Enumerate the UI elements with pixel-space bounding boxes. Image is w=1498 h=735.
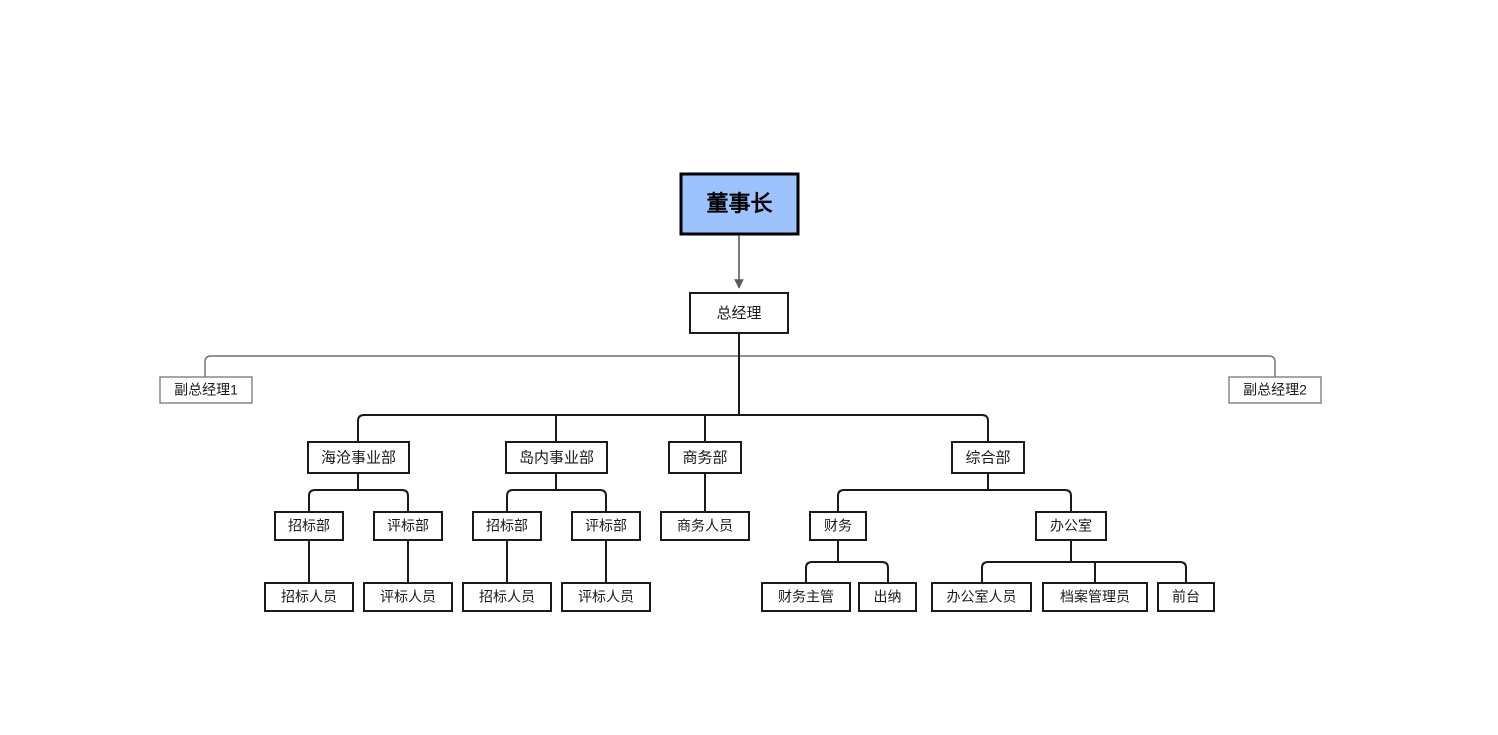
node-haicang-div[interactable]: 海沧事业部 <box>307 441 410 474</box>
node-archivist-label: 档案管理员 <box>1060 589 1130 605</box>
edge-office-to-staff <box>981 561 1071 583</box>
node-daonei-eval[interactable]: 评标部 <box>571 511 641 541</box>
node-layer: 董事长 总经理 副总经理1 副总经理2 海沧事业部 岛内事业部 <box>159 172 1322 612</box>
node-office[interactable]: 办公室 <box>1035 511 1107 541</box>
edge-haicang-to-bidding <box>308 489 358 512</box>
node-haicang-bidding[interactable]: 招标部 <box>274 511 344 541</box>
node-archivist[interactable]: 档案管理员 <box>1042 582 1148 612</box>
node-haicang-bidding-staff-label: 招标人员 <box>281 589 337 605</box>
node-finance-supervisor[interactable]: 财务主管 <box>761 582 851 612</box>
edge-office-to-archivist <box>1071 561 1096 583</box>
node-deputy-gm-2-label: 副总经理2 <box>1243 382 1307 398</box>
node-general-manager-label: 总经理 <box>716 305 761 322</box>
edge-gm-to-deputy-2 <box>739 355 1276 377</box>
edge-daonei-to-eval <box>556 489 607 512</box>
node-daonei-bidding[interactable]: 招标部 <box>472 511 542 541</box>
node-haicang-bidding-staff[interactable]: 招标人员 <box>264 582 354 612</box>
connector-layer <box>204 234 1276 583</box>
node-cashier[interactable]: 出纳 <box>858 582 917 612</box>
node-office-label: 办公室 <box>1050 518 1092 534</box>
edge-gm-to-business-dept <box>704 414 739 442</box>
edge-office-to-reception <box>1071 561 1187 583</box>
node-office-staff-label: 办公室人员 <box>947 589 1017 605</box>
node-cashier-label: 出纳 <box>874 589 902 605</box>
node-business-dept[interactable]: 商务部 <box>668 441 742 474</box>
node-haicang-bidding-label: 招标部 <box>288 518 330 534</box>
node-daonei-bidding-label: 招标部 <box>486 518 528 534</box>
node-daonei-bidding-staff[interactable]: 招标人员 <box>462 582 552 612</box>
node-finance-label: 财务 <box>824 518 852 534</box>
edge-daonei-to-bidding <box>506 489 556 512</box>
node-business-staff-label: 商务人员 <box>677 518 733 534</box>
node-daonei-eval-staff[interactable]: 评标人员 <box>561 582 651 612</box>
node-business-dept-label: 商务部 <box>682 449 727 466</box>
edge-gm-to-haicang-div <box>357 414 739 442</box>
node-daonei-eval-staff-label: 评标人员 <box>578 589 634 605</box>
node-deputy-gm-1-label: 副总经理1 <box>174 382 238 398</box>
edge-haicang-to-eval <box>358 489 409 512</box>
node-haicang-div-label: 海沧事业部 <box>321 449 396 466</box>
node-daonei-div-label: 岛内事业部 <box>519 449 594 466</box>
edge-finance-to-cashier <box>838 561 889 583</box>
node-haicang-eval[interactable]: 评标部 <box>373 511 443 541</box>
node-reception[interactable]: 前台 <box>1157 582 1215 612</box>
node-general-manager[interactable]: 总经理 <box>689 292 789 334</box>
node-office-staff[interactable]: 办公室人员 <box>931 582 1032 612</box>
node-daonei-eval-label: 评标部 <box>585 518 627 534</box>
node-haicang-eval-staff-label: 评标人员 <box>380 589 436 605</box>
edge-finance-to-supervisor <box>805 561 838 583</box>
node-reception-label: 前台 <box>1172 589 1200 605</box>
edge-gm-to-general-dept <box>739 414 989 442</box>
node-haicang-eval-staff[interactable]: 评标人员 <box>363 582 453 612</box>
node-deputy-gm-1[interactable]: 副总经理1 <box>159 376 253 404</box>
edge-general-dept-to-finance <box>837 489 988 512</box>
node-chairman-label: 董事长 <box>706 191 773 216</box>
edge-general-dept-to-office <box>988 489 1072 512</box>
node-finance-supervisor-label: 财务主管 <box>778 589 834 605</box>
node-daonei-div[interactable]: 岛内事业部 <box>505 441 608 474</box>
node-general-dept[interactable]: 综合部 <box>951 441 1025 474</box>
node-deputy-gm-2[interactable]: 副总经理2 <box>1228 376 1322 404</box>
node-haicang-eval-label: 评标部 <box>387 518 429 534</box>
node-general-dept-label: 综合部 <box>965 449 1010 466</box>
node-finance[interactable]: 财务 <box>809 511 867 541</box>
node-chairman[interactable]: 董事长 <box>679 172 800 236</box>
edge-gm-to-daonei-div <box>555 414 739 442</box>
edge-gm-to-deputy-1 <box>204 355 739 377</box>
node-business-staff[interactable]: 商务人员 <box>660 511 750 541</box>
node-daonei-bidding-staff-label: 招标人员 <box>479 589 535 605</box>
